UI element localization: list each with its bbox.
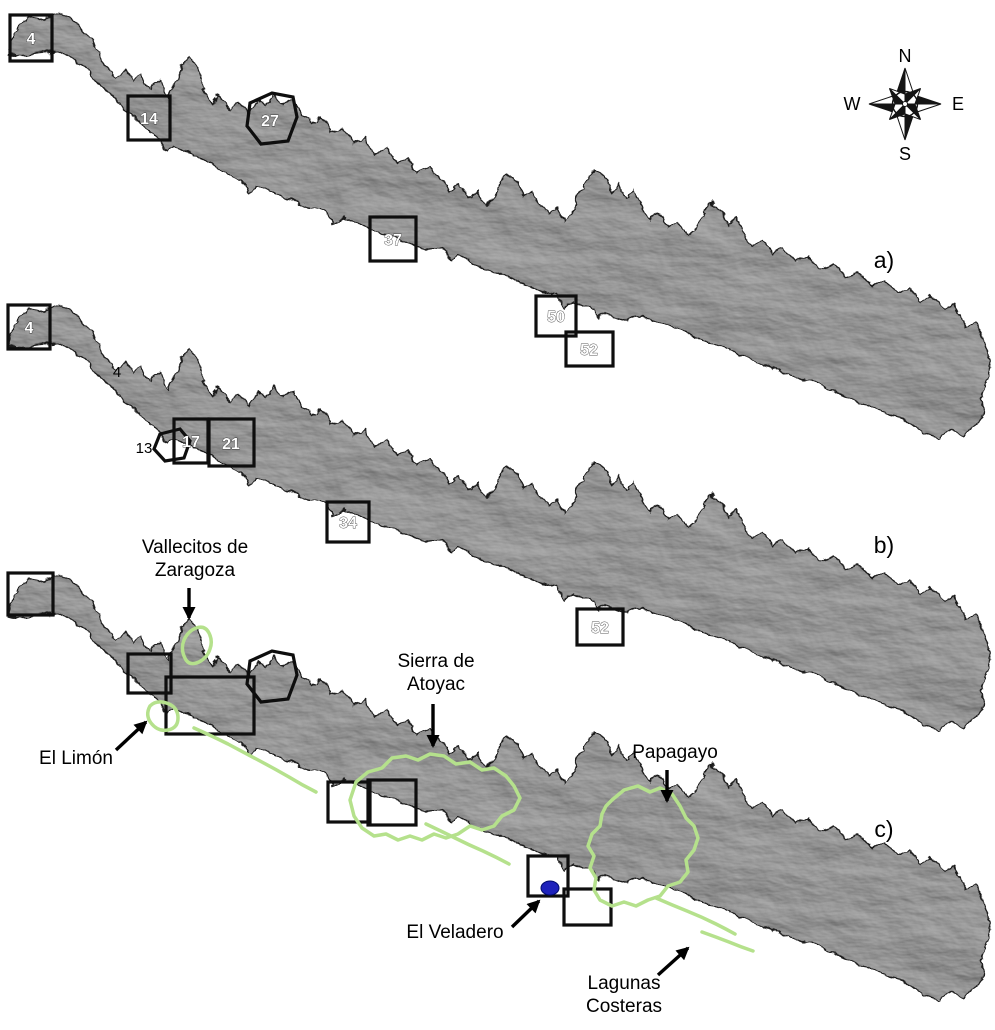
papagayo-text: Papagayo	[632, 742, 718, 763]
site-outline-b-13	[152, 427, 192, 463]
label-sierra-atoyac: Sierra de Atoyac	[397, 651, 475, 748]
panel-letter-a: a)	[874, 247, 894, 273]
site-box-c-1	[6, 571, 55, 617]
label-lagunas-costeras: Lagunas Costeras	[586, 946, 690, 1017]
panel-a: 4 14 27 37 50 52 a)	[5, 10, 990, 438]
site-box-a-27	[245, 91, 299, 146]
site-box-c-6	[366, 778, 418, 827]
protected-area-lagunas-1	[654, 896, 737, 936]
site-label-a-14: 14	[140, 111, 158, 128]
compass-north-label: N	[899, 46, 912, 66]
compass-center	[902, 101, 908, 107]
vallecitos-line2: Zaragoza	[155, 560, 236, 581]
site-label-b-4: 4	[25, 320, 34, 337]
label-el-veladero: El Veladero	[406, 899, 541, 943]
el-veladero-text: El Veladero	[406, 922, 503, 943]
protected-area-lagunas-2	[700, 930, 755, 953]
protected-coastline-1	[192, 726, 318, 794]
site-label-b-52: 52	[591, 620, 609, 637]
protected-area-el-limon	[146, 700, 180, 733]
site-label-b-34: 34	[339, 515, 357, 532]
site-box-b-52	[575, 607, 625, 647]
protected-area-vallecitos	[180, 625, 214, 666]
site-label-a-50: 50	[547, 309, 565, 326]
site-box-a-14	[126, 94, 172, 142]
label-papagayo: Papagayo	[632, 742, 718, 803]
compass-west-label: W	[844, 94, 861, 114]
site-box-b-34	[325, 500, 371, 544]
el-veladero-marker	[540, 880, 560, 896]
site-box-a-50	[534, 294, 578, 338]
annotation-b-4: 4	[113, 364, 121, 381]
lagunas-line1: Lagunas	[588, 973, 661, 994]
el-limon-arrow-icon	[114, 720, 148, 752]
lagunas-arrow-icon	[656, 946, 690, 977]
sierra-line2: Atoyac	[407, 674, 465, 695]
el-limon-text: El Limón	[39, 748, 113, 769]
site-box-a-37	[368, 215, 418, 263]
site-label-a-37: 37	[384, 232, 402, 249]
relief-map-a	[5, 10, 990, 438]
site-label-a-27: 27	[261, 113, 279, 130]
panel-letter-b: b)	[874, 532, 894, 558]
compass-rose-icon: N S W E	[844, 46, 965, 164]
site-label-b-17: 17	[182, 434, 200, 451]
site-box-c-2	[126, 652, 173, 695]
site-label-a-4: 4	[27, 31, 36, 48]
site-box-b-21	[207, 417, 256, 468]
site-box-c-4	[245, 649, 299, 704]
site-box-c-8	[562, 887, 613, 927]
panel-b: 4 4 13 17 21 34 52 b)	[5, 302, 990, 730]
site-box-b-4	[6, 303, 52, 351]
el-veladero-arrow-icon	[510, 899, 541, 929]
site-box-a-52	[564, 330, 615, 368]
compass-east-label: E	[952, 94, 964, 114]
annotation-b-13: 13	[136, 440, 153, 457]
protected-coastline-2	[424, 822, 511, 866]
panel-letter-c: c)	[874, 816, 893, 842]
label-el-limon: El Limón	[39, 720, 148, 769]
panel-c: Vallecitos de Zaragoza El Limón Sierra d…	[5, 537, 990, 1017]
site-box-c-7	[526, 854, 570, 898]
sierra-line1: Sierra de	[397, 651, 474, 672]
site-label-b-21: 21	[222, 436, 240, 453]
label-vallecitos: Vallecitos de Zaragoza	[142, 537, 248, 620]
site-label-a-52: 52	[580, 342, 598, 359]
compass-south-label: S	[899, 144, 911, 164]
site-box-a-4	[8, 13, 54, 63]
protected-area-sierra-atoyac	[348, 752, 522, 842]
site-box-c-5	[326, 780, 372, 824]
lagunas-line2: Costeras	[586, 996, 662, 1017]
vallecitos-line1: Vallecitos de	[142, 537, 248, 558]
compass-ring	[891, 90, 919, 118]
